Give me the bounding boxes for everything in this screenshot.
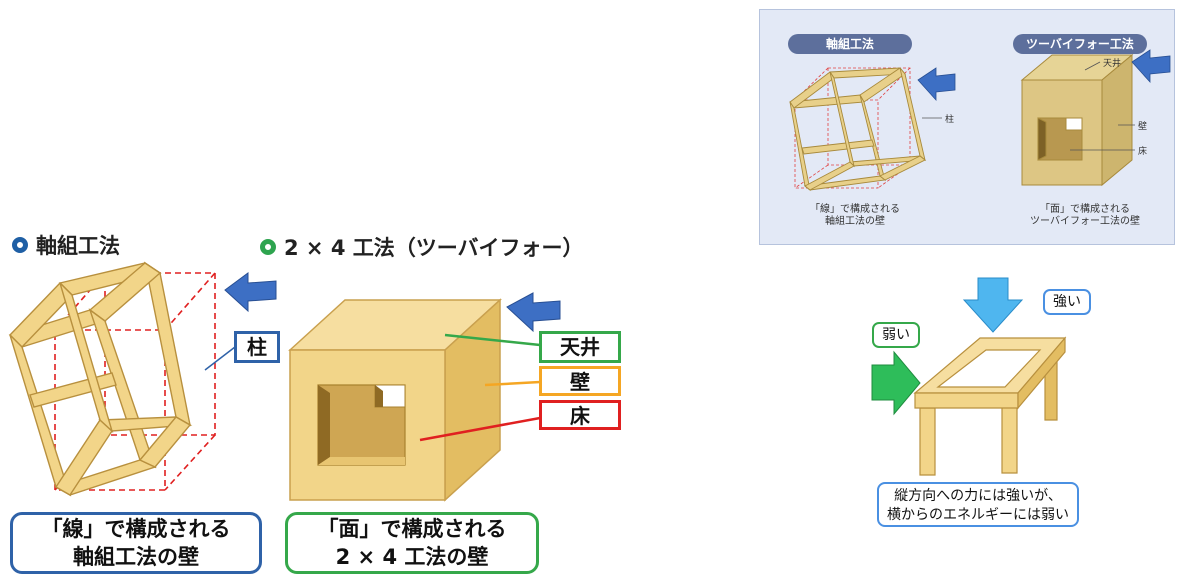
wall-pointer-line: [484, 380, 541, 387]
panel-pillar-label: 柱: [945, 115, 955, 125]
ring-bullet-icon: [12, 237, 28, 253]
ring-bullet-icon: [260, 239, 276, 255]
frame-structure-illustration: [8, 261, 277, 497]
strong-label: 強い: [1043, 289, 1091, 315]
panel-floor-label: 床: [1138, 147, 1148, 157]
downward-arrow-icon: [962, 277, 1024, 333]
force-table-illustration: [871, 277, 1067, 476]
comparison-panel: 軸組工法 ツーバイフォー工法: [759, 9, 1175, 245]
panel-right-caption: 「面」で構成される ツーバイフォー工法の壁: [1010, 204, 1160, 228]
panel-left-caption-line2: 軸組工法の壁: [825, 216, 885, 227]
floor-pointer-line: [419, 416, 541, 442]
rightward-arrow-icon: [871, 350, 921, 416]
panel-left-title: 軸組工法: [788, 34, 912, 54]
panel-wall-label: 壁: [1138, 122, 1148, 132]
two-by-four-heading: 2 × 4 工法（ツーバイフォー）: [260, 232, 584, 262]
jikugumi-heading: 軸組工法: [12, 230, 120, 260]
wall-label: 壁: [539, 366, 621, 396]
two-by-four-caption: 「面」で構成される 2 × 4 工法の壁: [285, 512, 539, 574]
wood-frame: [8, 261, 193, 497]
jikugumi-caption: 「線」で構成される 軸組工法の壁: [10, 512, 262, 574]
panel-right-caption-line2: ツーバイフォー工法の壁: [1030, 216, 1140, 227]
two-by-four-heading-text: 2 × 4 工法（ツーバイフォー）: [284, 236, 584, 260]
force-arrow-icon: [506, 292, 561, 333]
pillar-pointer-line: [204, 346, 236, 371]
wall-opening: [317, 384, 406, 466]
wood-table: [913, 336, 1067, 476]
panel-illustrations: [789, 49, 1171, 192]
panel-left-caption-line1: 「線」で構成される: [810, 204, 900, 215]
panel-ceiling-label: 天井: [1103, 59, 1122, 69]
jikugumi-caption-line1: 「線」で構成される: [41, 517, 231, 541]
jikugumi-caption-line2: 軸組工法の壁: [73, 545, 199, 569]
pillar-label: 柱: [234, 331, 280, 363]
jikugumi-heading-text: 軸組工法: [36, 234, 120, 258]
force-caption-line1: 縦方向への力には強いが、: [894, 488, 1062, 504]
weak-label: 弱い: [872, 322, 920, 348]
panel-right-caption-line1: 「面」で構成される: [1040, 204, 1130, 215]
ceiling-label: 天井: [539, 331, 621, 363]
force-caption: 縦方向への力には強いが、 横からのエネルギーには弱い: [877, 482, 1079, 527]
force-caption-line2: 横からのエネルギーには弱い: [887, 507, 1069, 523]
panel-right-title: ツーバイフォー工法: [1013, 34, 1147, 54]
ceiling-pointer-line: [444, 333, 541, 347]
floor-label: 床: [539, 400, 621, 430]
two-by-four-caption-line1: 「面」で構成される: [317, 517, 507, 541]
force-arrow-icon: [224, 272, 277, 313]
box-structure-illustration: [288, 292, 561, 502]
panel-left-caption: 「線」で構成される 軸組工法の壁: [790, 204, 920, 228]
two-by-four-caption-line2: 2 × 4 工法の壁: [335, 545, 489, 569]
